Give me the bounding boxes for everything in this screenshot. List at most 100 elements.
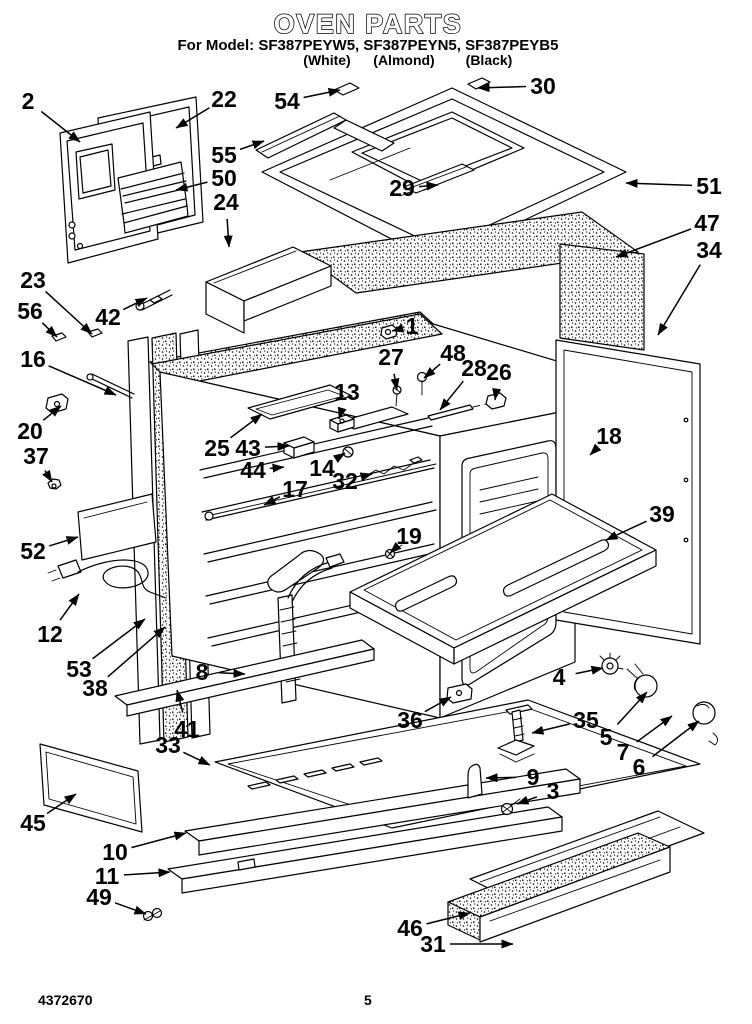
callout-leader-53 xyxy=(92,618,146,660)
callout-number-1: 1 xyxy=(406,313,419,339)
callout-number-27: 27 xyxy=(378,344,404,370)
callout-number-36: 36 xyxy=(397,707,423,733)
callout-leader-17 xyxy=(263,495,281,506)
callout-leader-48 xyxy=(423,363,441,379)
callout-leader-2 xyxy=(40,110,81,143)
callout-number-46: 46 xyxy=(397,915,423,941)
callout-number-13: 13 xyxy=(334,379,360,405)
color-label-white: (White) xyxy=(303,52,350,68)
callout-number-55: 55 xyxy=(211,142,237,168)
callout-leader-24 xyxy=(223,218,233,248)
callout-number-10: 10 xyxy=(102,839,128,865)
callout-leader-10 xyxy=(131,831,187,849)
callout-leader-45 xyxy=(46,793,77,815)
callout-leader-27 xyxy=(390,373,400,391)
callout-number-8: 8 xyxy=(196,659,209,685)
callout-number-54: 54 xyxy=(274,88,300,114)
callout-number-26: 26 xyxy=(486,359,512,385)
callout-number-24: 24 xyxy=(213,189,239,215)
callout-number-7: 7 xyxy=(617,739,630,765)
callout-number-23: 23 xyxy=(20,267,46,293)
callout-leader-23 xyxy=(45,290,93,335)
callout-leader-44 xyxy=(269,463,285,473)
callout-number-33: 33 xyxy=(155,732,181,758)
callout-leader-32 xyxy=(359,472,373,482)
callout-leader-34 xyxy=(657,264,701,336)
callout-leader-7 xyxy=(636,715,673,743)
callout-number-51: 51 xyxy=(696,173,722,199)
callout-leader-43 xyxy=(264,442,290,452)
callout-leader-9 xyxy=(485,773,517,783)
callout-leader-13 xyxy=(337,406,347,420)
callout-number-2: 2 xyxy=(22,88,35,114)
callout-number-6: 6 xyxy=(633,754,646,780)
callout-leader-1 xyxy=(391,323,405,333)
callout-leader-12 xyxy=(59,593,80,621)
callout-number-41: 41 xyxy=(174,716,200,742)
callout-number-18: 18 xyxy=(596,423,622,449)
callout-number-20: 20 xyxy=(17,418,43,444)
callout-number-31: 31 xyxy=(420,931,446,957)
callout-leader-51 xyxy=(625,178,693,188)
callout-leader-36 xyxy=(424,696,452,713)
callout-leader-28 xyxy=(439,380,464,411)
callout-number-4: 4 xyxy=(553,664,566,690)
callout-number-9: 9 xyxy=(527,764,540,790)
callout-leader-4 xyxy=(575,665,604,675)
oven-rack xyxy=(349,493,657,665)
callout-leader-35 xyxy=(531,723,570,735)
callout-number-17: 17 xyxy=(282,476,308,502)
callout-leader-54 xyxy=(303,87,341,99)
callout-number-48: 48 xyxy=(440,340,466,366)
callout-number-22: 22 xyxy=(211,86,237,112)
callout-number-5: 5 xyxy=(600,724,613,750)
callout-leader-56 xyxy=(41,322,58,338)
callout-leader-20 xyxy=(42,405,62,421)
callout-number-37: 37 xyxy=(23,443,49,469)
console-bracket xyxy=(205,246,332,334)
callout-leader-29 xyxy=(418,181,439,191)
model-line: For Model: SF387PEYW5, SF387PEYN5, SF387… xyxy=(178,37,559,54)
maintop-assembly xyxy=(255,77,627,263)
callout-leader-19 xyxy=(389,541,402,554)
callout-number-34: 34 xyxy=(696,237,722,263)
callout-leader-18 xyxy=(589,443,602,456)
callout-number-35: 35 xyxy=(573,707,599,733)
callout-number-56: 56 xyxy=(17,298,43,324)
page-title: OVEN PARTS xyxy=(274,9,463,39)
doc-number: 4372670 xyxy=(38,992,93,1008)
callout-number-12: 12 xyxy=(37,621,63,647)
callout-number-43: 43 xyxy=(235,435,261,461)
callout-leader-16 xyxy=(48,365,117,396)
callout-leader-50 xyxy=(175,181,208,192)
callout-leader-14 xyxy=(332,452,346,464)
color-label-black: (Black) xyxy=(466,52,513,68)
callout-number-19: 19 xyxy=(396,523,422,549)
diagram-line-art xyxy=(39,77,718,943)
callout-number-45: 45 xyxy=(20,810,46,836)
callout-leader-33 xyxy=(183,751,211,766)
callout-leader-6 xyxy=(652,720,700,758)
callout-number-11: 11 xyxy=(95,863,120,889)
callout-leader-38 xyxy=(107,626,166,678)
callout-number-44: 44 xyxy=(240,457,266,483)
callout-number-30: 30 xyxy=(530,73,556,99)
callout-leader-5 xyxy=(616,691,648,725)
power-cord xyxy=(47,559,167,599)
callout-number-38: 38 xyxy=(82,675,108,701)
callout-number-32: 32 xyxy=(332,468,358,494)
callout-number-14: 14 xyxy=(309,455,335,481)
callout-number-29: 29 xyxy=(389,175,415,201)
callout-number-53: 53 xyxy=(66,656,92,682)
callout-leader-11 xyxy=(123,868,171,878)
base-assembly xyxy=(39,639,718,922)
vent-grille xyxy=(117,161,189,234)
callout-leader-30 xyxy=(477,83,527,93)
callout-leader-3 xyxy=(516,795,538,805)
callout-number-39: 39 xyxy=(649,501,675,527)
callout-number-52: 52 xyxy=(20,538,46,564)
color-label-almond: (Almond) xyxy=(373,52,434,68)
callout-leader-41 xyxy=(175,689,185,713)
